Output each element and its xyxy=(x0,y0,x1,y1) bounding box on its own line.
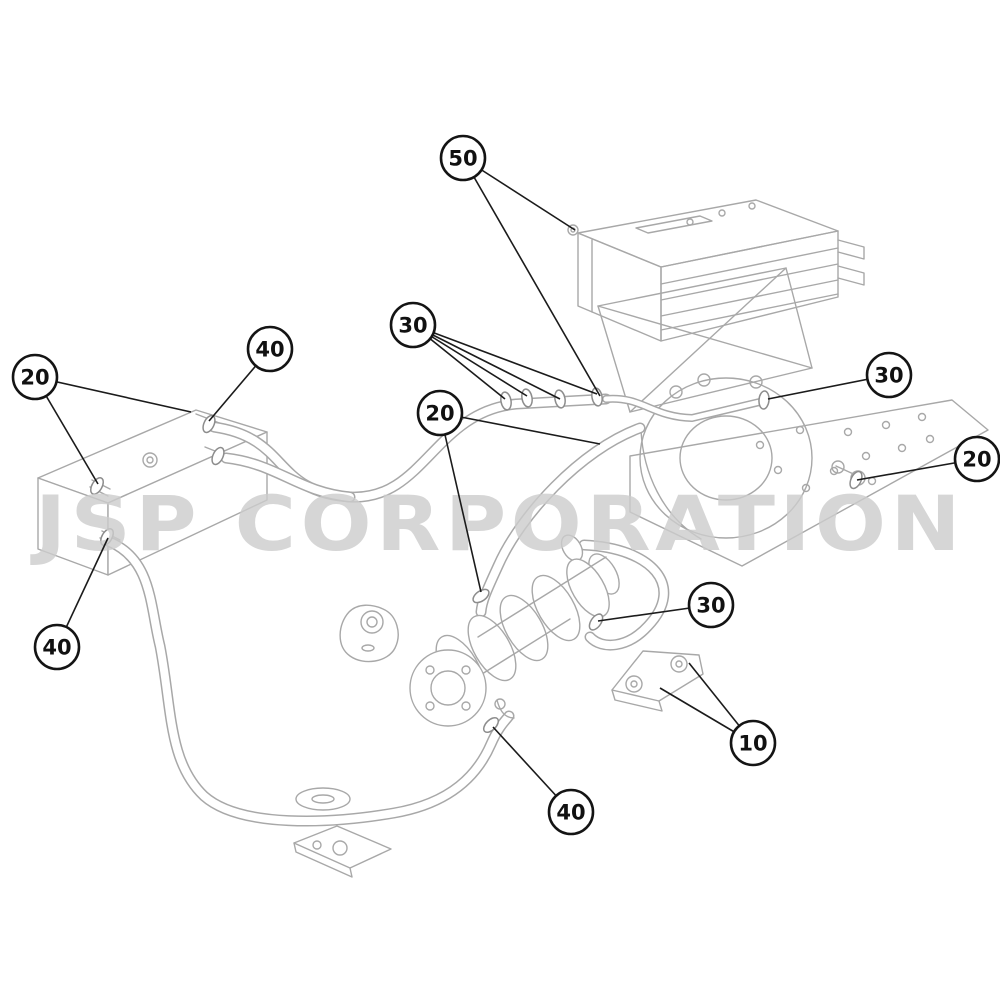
watermark-text: JSP CORPORATION xyxy=(29,479,965,568)
hose-clamp xyxy=(100,528,114,546)
callout-30: 30 xyxy=(389,301,437,349)
callout-label-40: 40 xyxy=(42,636,71,660)
callout-label-40: 40 xyxy=(556,801,585,825)
callout-circle-10 xyxy=(729,719,777,767)
outlet-fitting xyxy=(831,460,845,474)
hose-clamps xyxy=(90,387,863,734)
callout-40: 40 xyxy=(33,623,81,671)
blower-housing xyxy=(639,373,813,540)
callout-label-30: 30 xyxy=(696,594,725,618)
callout-label-40: 40 xyxy=(255,338,284,362)
callout-circle-40 xyxy=(547,788,595,836)
callout-circle-40 xyxy=(33,623,81,671)
callout-circle-20 xyxy=(11,353,59,401)
mount-bracket-right xyxy=(611,650,704,712)
callout-label-30: 30 xyxy=(398,314,427,338)
hose-clamp xyxy=(758,390,770,410)
leader-line-30 xyxy=(412,324,598,395)
hose-clamp xyxy=(211,446,225,466)
callout-layer: 50 30 40 20 30 20 20 30 40 10 40 xyxy=(11,134,1000,836)
leader-line-20 xyxy=(34,376,192,413)
hose-clamp xyxy=(472,588,490,604)
callout-circle-40 xyxy=(246,325,294,373)
leader-line-20 xyxy=(439,412,482,593)
callout-circle-30 xyxy=(389,301,437,349)
hose-clamp xyxy=(849,470,863,490)
callout-circle-20 xyxy=(953,435,1000,483)
callout-label-20: 20 xyxy=(425,402,454,426)
mount-bracket-center xyxy=(339,604,399,663)
leader-line-30 xyxy=(412,324,561,400)
hose-clamp xyxy=(500,391,512,411)
callout-label-50: 50 xyxy=(448,147,477,171)
callout-label-10: 10 xyxy=(738,732,767,756)
callout-label-20: 20 xyxy=(962,448,991,472)
callout-20: 20 xyxy=(11,353,59,401)
callout-circle-20 xyxy=(416,389,464,437)
callout-50: 50 xyxy=(439,134,487,182)
heater-case xyxy=(597,267,813,413)
callout-label-30: 30 xyxy=(874,364,903,388)
callout-30: 30 xyxy=(865,351,913,399)
callout-20: 20 xyxy=(953,435,1000,483)
mount-bracket-bottom xyxy=(293,787,392,878)
callout-circle-50 xyxy=(439,134,487,182)
water-valve-assembly xyxy=(409,534,620,727)
callout-40: 40 xyxy=(547,788,595,836)
callout-20: 20 xyxy=(416,389,464,437)
callout-40: 40 xyxy=(246,325,294,373)
heater-unit xyxy=(567,199,865,342)
callout-10: 10 xyxy=(729,719,777,767)
callout-label-20: 20 xyxy=(20,366,49,390)
callout-30: 30 xyxy=(687,581,735,629)
leader-line-20 xyxy=(439,412,601,445)
callout-circle-30 xyxy=(687,581,735,629)
hoses xyxy=(104,393,768,827)
callout-circle-30 xyxy=(865,351,913,399)
hose-clamp xyxy=(588,613,604,631)
leader-line-50 xyxy=(462,157,601,397)
hose-clamp xyxy=(90,477,104,495)
